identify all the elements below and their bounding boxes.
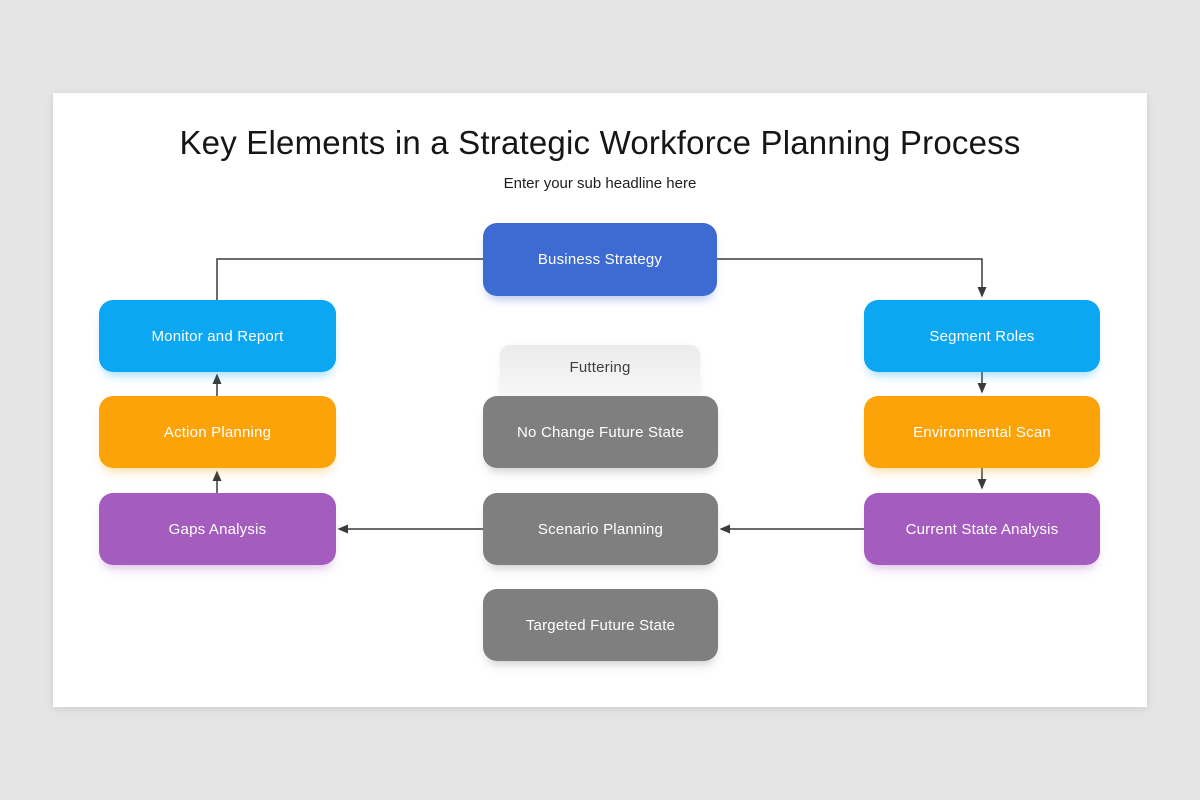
node-label: Segment Roles (929, 327, 1035, 345)
node-label: Scenario Planning (537, 520, 664, 538)
node-label: Business Strategy (537, 251, 663, 268)
node-label: Environmental Scan (913, 423, 1051, 441)
slide-title: Key Elements in a Strategic Workforce Pl… (179, 124, 1021, 161)
node-targeted-future-state: Targeted Future State (483, 589, 718, 661)
node-current-state-analysis: Current State Analysis (864, 493, 1100, 565)
node-scenario-planning: Scenario Planning (483, 493, 718, 565)
node-no-change-future-state: No Change Future State (483, 396, 718, 468)
node-segment-roles: Segment Roles (864, 300, 1100, 372)
node-label: Current State Analysis (905, 520, 1059, 538)
node-business-strategy: Business Strategy (483, 223, 717, 296)
slide-canvas: Key Elements in a Strategic Workforce Pl… (53, 93, 1147, 707)
node-action-planning: Action Planning (99, 396, 336, 468)
node-label: Action Planning (163, 423, 272, 441)
slide-subtitle: Enter your sub headline here (503, 175, 697, 192)
node-label: No Change Future State (517, 423, 684, 441)
node-label: Targeted Future State (525, 616, 676, 634)
node-label: Futtering (569, 359, 631, 376)
node-gaps-analysis: Gaps Analysis (99, 493, 336, 565)
node-label: Monitor and Report (151, 327, 284, 345)
node-label: Gaps Analysis (168, 520, 267, 538)
node-monitor-and-report: Monitor and Report (99, 300, 336, 372)
node-environmental-scan: Environmental Scan (864, 396, 1100, 468)
